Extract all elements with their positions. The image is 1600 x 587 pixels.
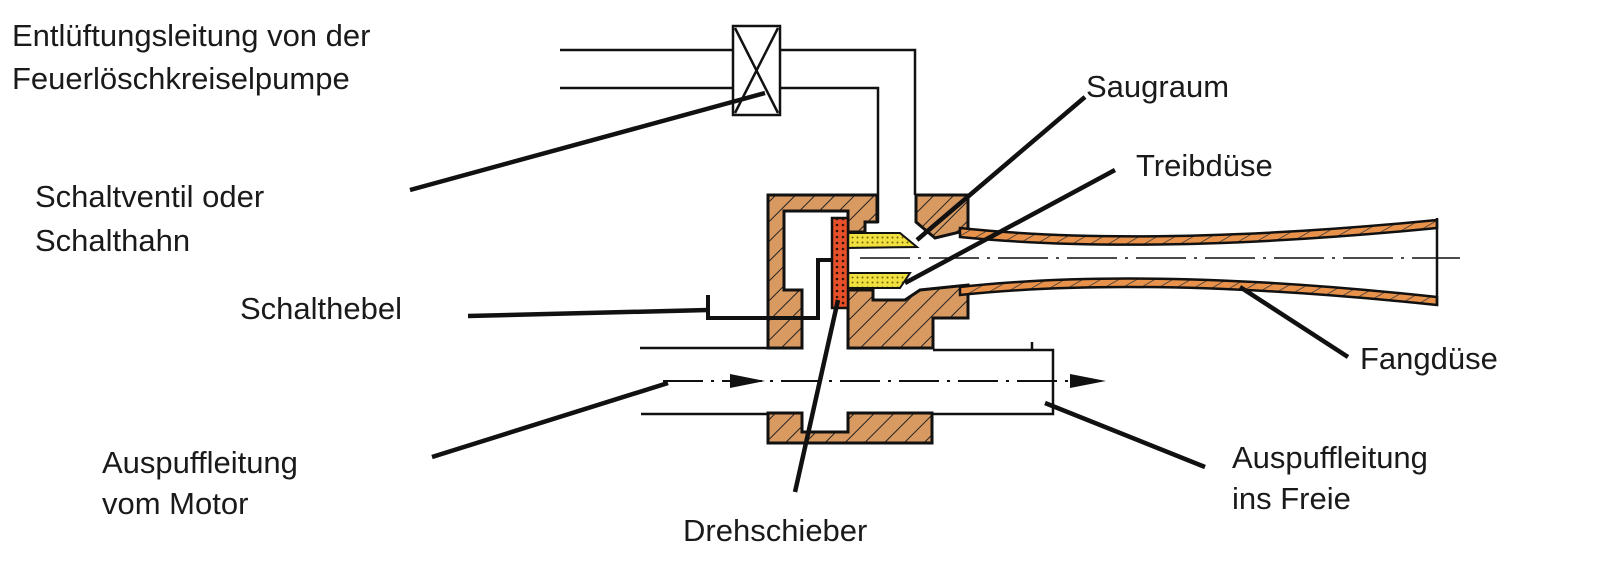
label-exhaust-out-1: Auspuffleitung: [1232, 440, 1428, 475]
label-drive-nozzle: Treibdüse: [1136, 148, 1273, 183]
label-exhaust-in-2: vom Motor: [102, 486, 248, 521]
label-lever: Schalthebel: [240, 291, 402, 326]
label-rotary-slide: Drehschieber: [683, 513, 867, 548]
label-valve-2: Schalthahn: [35, 223, 190, 258]
label-exhaust-in-1: Auspuffleitung: [102, 445, 298, 480]
label-suction-chamber: Saugraum: [1086, 69, 1229, 104]
label-catch-nozzle: Fangdüse: [1360, 341, 1498, 376]
exhaust-pipe: [640, 342, 1106, 416]
label-vent-line-2: Feuerlöschkreiselpumpe: [12, 61, 350, 96]
label-exhaust-out-2: ins Freie: [1232, 481, 1351, 516]
catch-nozzle: [860, 218, 1460, 307]
vent-pipe: [560, 48, 917, 223]
flow-arrow-out: [1070, 374, 1106, 388]
label-valve-1: Schaltventil oder: [35, 179, 264, 214]
rotary-slide: [830, 216, 850, 310]
flow-arrow-in: [730, 374, 765, 388]
leader-lines: [409, 90, 1350, 493]
label-vent-line-1: Entlüftungsleitung von der: [12, 18, 370, 53]
